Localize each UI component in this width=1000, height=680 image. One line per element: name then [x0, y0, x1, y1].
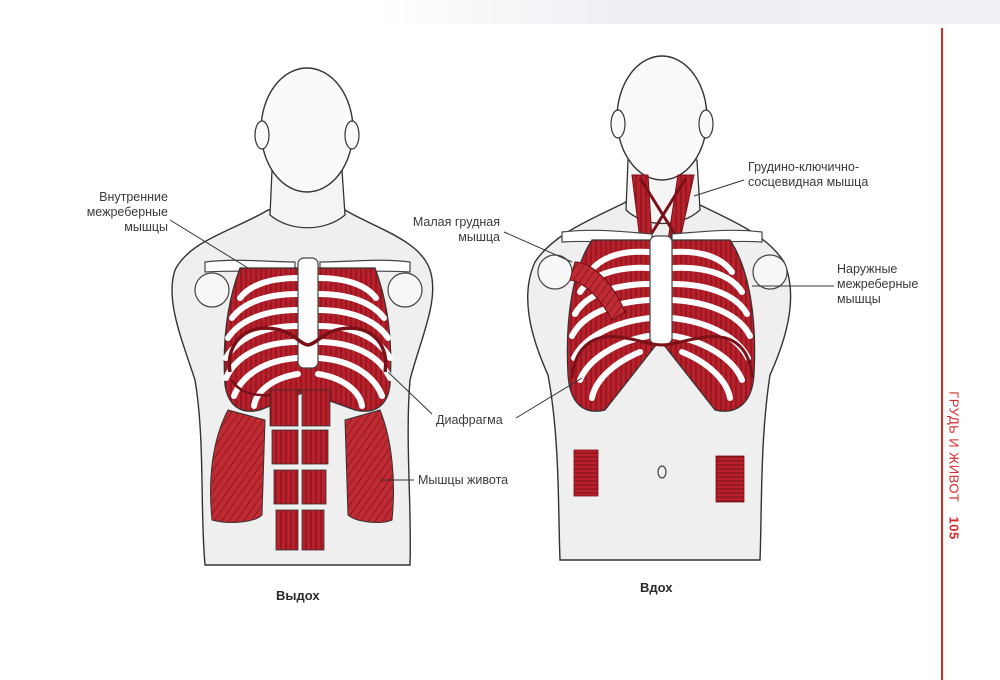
exhale-right-oblique — [344, 409, 394, 523]
page-edge-rule — [941, 28, 943, 680]
label-abdominal-muscles: Мышцы живота — [418, 473, 509, 487]
exhale-ribs — [223, 275, 393, 409]
inhale-sternum — [649, 235, 673, 345]
running-head-section: ГРУДЬ И ЖИВОТ — [946, 390, 962, 502]
caption-exhale: Выдох — [276, 588, 320, 603]
leader-pectoralis-minor — [503, 231, 573, 263]
page-number: 105 — [946, 516, 962, 540]
top-shadow-strip — [380, 0, 1000, 24]
label-external-intercostal: Наружные межреберные мышцы — [837, 262, 919, 306]
exhale-rectus-abdominis — [269, 389, 331, 551]
label-diaphragm: Диафрагма — [436, 413, 503, 427]
inhale-pectoralis-minor — [569, 261, 626, 321]
exhale-left-shoulder — [194, 272, 230, 308]
exhale-right-ear — [344, 120, 360, 150]
inhale-right-shoulder — [752, 254, 788, 290]
inhale-navel — [657, 465, 667, 479]
leader-diaphragm-inhale — [515, 377, 583, 419]
exhale-diaphragm — [227, 326, 388, 373]
inhale-right-abdominal-band — [715, 455, 745, 503]
running-head: ГРУДЬ И ЖИВОТ 105 — [934, 300, 974, 630]
inhale-left-abdominal-band — [573, 449, 599, 497]
inhale-head — [616, 55, 708, 181]
inhale-right-ear — [698, 109, 714, 139]
exhale-head — [260, 67, 354, 193]
leader-lines — [169, 179, 834, 481]
leader-internal-intercostal — [169, 219, 249, 269]
label-pectoralis-minor: Малая грудная мышца — [412, 215, 500, 244]
exhale-left-ear — [254, 120, 270, 150]
exhale-sternum — [297, 257, 319, 369]
caption-inhale: Вдох — [640, 580, 673, 595]
leader-diaphragm — [387, 371, 433, 415]
label-internal-intercostal: Внутренние межреберные мышцы — [86, 190, 168, 234]
exhale-right-shoulder — [387, 272, 423, 308]
inhale-diaphragm — [570, 335, 754, 379]
exhale-left-oblique — [210, 409, 266, 523]
inhale-figure — [527, 55, 792, 561]
label-sternocleidomastoid: Грудино-ключично- сосцевидная мышца — [748, 160, 869, 189]
inhale-left-ear — [610, 109, 626, 139]
leader-scm — [693, 179, 745, 197]
exhale-figure — [171, 67, 434, 566]
